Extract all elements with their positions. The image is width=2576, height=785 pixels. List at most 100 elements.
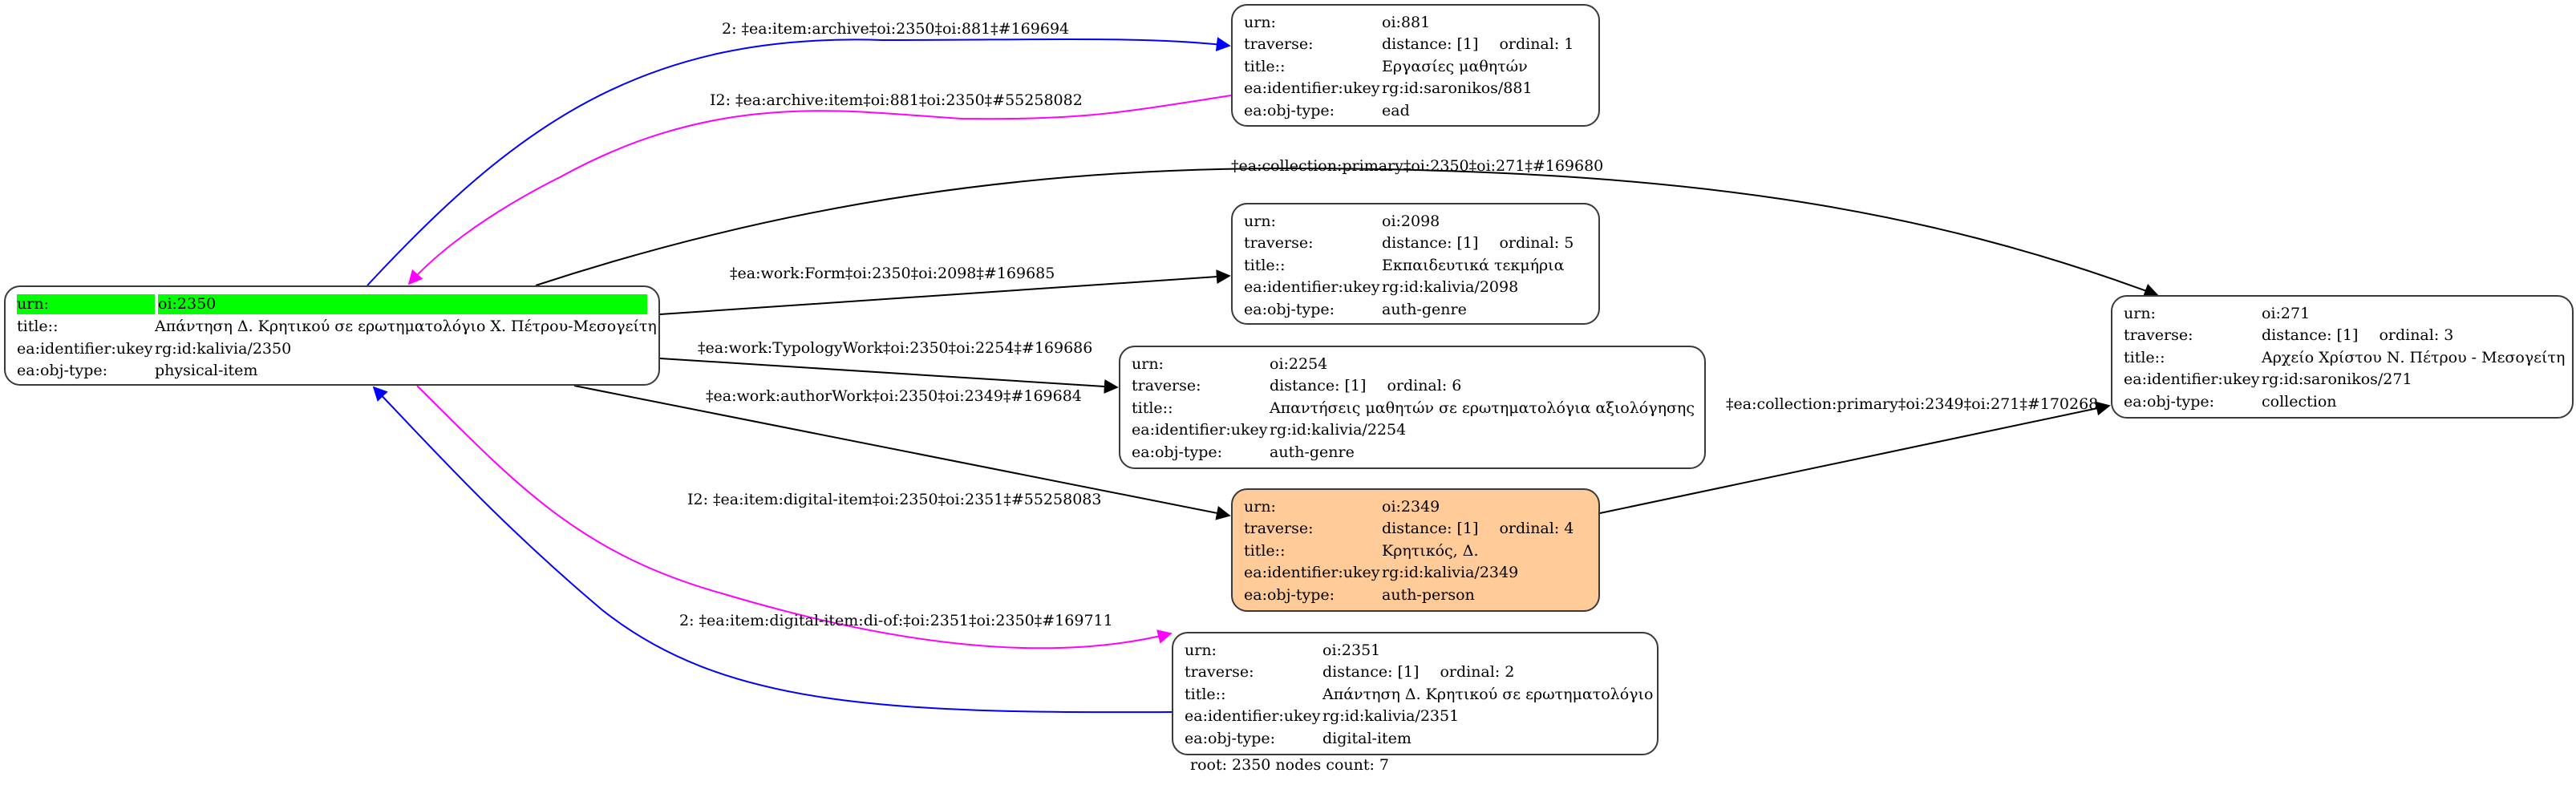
traverse-distance: distance: [1] [1382,35,1479,54]
field-label: urn: [1244,212,1276,230]
row-objtype: ea:obj-type:collection [2124,390,2561,413]
row-urn: urn: oi:2254 [1132,353,1693,375]
field-value: oi:271 [2262,304,2311,322]
node-271[interactable]: urn: oi:271 traverse: distance: [1] ordinal… [2111,295,2574,419]
field-label: urn: [1185,641,1217,659]
field-value: oi:2098 [1382,212,1440,230]
field-value: Απάντηση Δ. Κρητικού σε ερωτηματολόγιο [1322,685,1654,703]
field-value: oi:2350 [158,294,647,315]
field-label: title:: [1244,256,1286,274]
field-value: Απαντήσεις μαθητών σε ερωτηματολόγια αξι… [1270,399,1695,417]
field-label: title:: [1244,541,1286,560]
node-2349[interactable]: urn: oi:2349 traverse: distance: [1] ordina… [1231,488,1600,612]
field-value: digital-item [1322,729,1412,747]
field-value: rg:id:saronikos/271 [2262,370,2412,389]
field-value: collection [2262,392,2337,411]
edge-label-2350-2351: I2: ‡ea:item:digital-item‡oi:2350‡oi:235… [687,491,1102,508]
root-row-ukey: ea:identifier:ukey rg:id:kalivia/2350 [17,338,647,360]
row-urn: urn: oi:2351 [1185,639,1646,662]
edge-2350-881 [367,37,1231,286]
field-value: Εκπαιδευτικά τεκμήρια [1382,256,1565,274]
field-value: auth-genre [1382,300,1467,318]
field-value: rg:id:kalivia/2351 [1322,707,1460,726]
field-label: urn: [1244,13,1276,31]
traverse-ordinal: ordinal: 6 [1387,377,1462,395]
row-urn: urn: oi:2349 [1244,496,1587,518]
row-traverse: traverse:distance: [1]ordinal: 2 [1185,662,1646,684]
traverse-ordinal: ordinal: 1 [1499,35,1574,54]
row-traverse: traverse: distance: [1] ordinal: 4 [1244,518,1587,540]
field-label: title:: [1132,399,1173,417]
row-title: title::Εκπαιδευτικά τεκμήρια [1244,254,1587,277]
field-label: traverse: [2124,326,2193,345]
field-label: traverse: [1244,35,1314,54]
edge-label-2349-271: ‡ea:collection:primary‡oi:2349‡oi:271‡#1… [1726,395,2099,413]
edge-2351-2350 [372,386,1173,714]
root-row-urn: urn: oi:2350 [17,293,647,316]
row-objtype: ea:obj-type: ead [1244,99,1587,122]
field-value: Κρητικός, Δ. [1382,541,1479,560]
edge-label-2351-2350: 2: ‡ea:item:digital-item:di-of:‡oi:2351‡… [679,612,1113,629]
field-label: traverse: [1244,520,1314,538]
row-traverse: traverse:distance: [1]ordinal: 5 [1244,233,1587,255]
traverse-distance: distance: [1] [1382,520,1479,538]
field-value: oi:2254 [1270,354,1328,373]
field-label: traverse: [1132,377,1201,395]
edge-label-2350-2349: ‡ea:work:authorWork‡oi:2350‡oi:2349‡#169… [706,387,1082,405]
edge-2350-2351 [416,385,1173,649]
field-value: oi:2349 [1382,497,1440,516]
field-label: urn: [1244,497,1276,516]
field-label: title:: [17,318,59,336]
field-label: title:: [2124,348,2165,366]
edge-2350-2254 [659,358,1119,394]
field-label: urn: [2124,304,2156,322]
field-label: ea:obj-type: [1244,585,1335,604]
field-value: oi:2351 [1322,641,1381,659]
node-2098[interactable]: urn: oi:2098 traverse:distance: [1]ordina… [1231,203,1600,325]
row-objtype: ea:obj-type:auth-genre [1244,298,1587,321]
traverse-ordinal: ordinal: 2 [1440,663,1515,682]
row-title: title::Κρητικός, Δ. [1244,540,1587,562]
edge-label-881-2350: I2: ‡ea:archive:item‡oi:881‡oi:2350‡#552… [710,91,1083,109]
node-881[interactable]: urn:oi:881 traverse:distance: [1]ordinal… [1231,4,1600,127]
field-value: rg:id:kalivia/2254 [1270,421,1407,439]
edge-2350-2098 [659,269,1231,315]
edge-label-2350-881: 2: ‡ea:item:archive‡oi:2350‡oi:881‡#1696… [722,20,1070,38]
field-value: rg:id:saronikos/881 [1382,79,1533,98]
field-label: ea:identifier:ukey [1244,79,1380,98]
row-urn: urn: oi:271 [2124,302,2561,325]
field-label: title:: [1244,57,1286,75]
field-value: physical-item [155,362,258,380]
field-label: ea:identifier:ukey [1132,421,1268,439]
field-label: urn: [17,294,155,315]
root-node-2350[interactable]: urn: oi:2350 title:: Απάντηση Δ. Κρητικο… [4,285,660,386]
traverse-ordinal: ordinal: 4 [1499,520,1574,538]
field-value: rg:id:kalivia/2350 [155,339,292,358]
field-label: title:: [1185,685,1226,703]
row-urn: urn: oi:2098 [1244,210,1587,233]
field-label: ea:identifier:ukey [1185,707,1321,726]
field-value: Αρχείο Χρίστου Ν. Πέτρου - Μεσογείτη [2262,348,2566,366]
field-label: traverse: [1244,234,1314,253]
row-objtype: ea:obj-type:digital-item [1185,727,1646,750]
field-value: Εργασίες μαθητών [1382,57,1528,75]
edge-label-2350-271: ‡ea:collection:primary‡oi:2350‡oi:271‡#1… [1231,157,1604,175]
field-value: ead [1382,101,1410,119]
field-label: urn: [1132,354,1164,373]
traverse-distance: distance: [1] [2262,326,2359,345]
field-value: Απάντηση Δ. Κρητικού σε ερωτηματολόγιο Χ… [155,318,657,336]
field-value: rg:id:kalivia/2098 [1382,278,1519,297]
field-label: traverse: [1185,663,1254,682]
field-label: ea:obj-type: [1244,101,1335,119]
node-2254[interactable]: urn:oi:2254 traverse:distance: [1]ordina… [1119,346,1706,469]
traverse-ordinal: ordinal: 3 [2379,326,2454,345]
field-label: ea:identifier:ukey [2124,370,2260,389]
node-2351[interactable]: urn: oi:2351 traverse:distance: [1]ordina… [1172,632,1659,755]
row-traverse: traverse: distance: [1] ordinal: 1 [1244,34,1587,56]
